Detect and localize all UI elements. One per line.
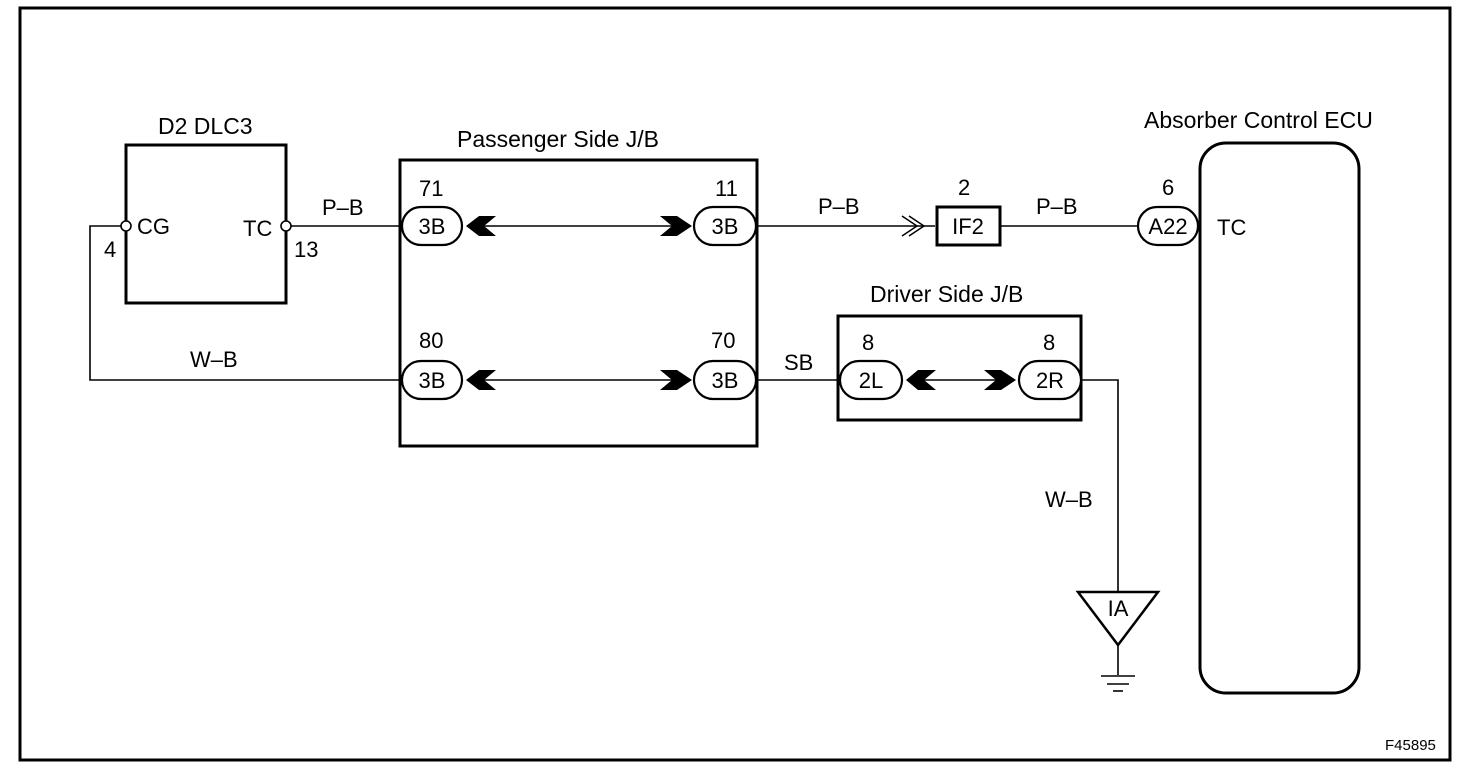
if2-chevron-outer xyxy=(901,215,919,237)
if2-code: IF2 xyxy=(952,214,984,239)
dlc3-pin-cg: CG xyxy=(137,214,170,239)
ground-point-code: IA xyxy=(1108,596,1129,621)
wire-label-cg-to-pjb: W–B xyxy=(190,347,238,372)
wire-djb-to-ground xyxy=(1081,379,1119,592)
absorber-control-ecu: Absorber Control ECU 6 A22 TC xyxy=(1136,107,1373,695)
wire-label-if2-to-ecu: P–B xyxy=(1036,194,1078,219)
passenger-jb-title: Passenger Side J/B xyxy=(457,126,659,152)
jb-internal-arrow-left xyxy=(466,370,496,390)
ground-point-triangle xyxy=(1075,590,1161,648)
if2-box xyxy=(935,205,1002,247)
figure-id: F45895 xyxy=(1385,737,1436,754)
driver-side-jb: SB Driver Side J/B 8 2L 8 2R xyxy=(756,281,1083,422)
driver-jb-right-pin: 8 xyxy=(1043,330,1055,355)
if2-chevron-inner xyxy=(908,215,926,237)
passenger-jb-top-right-pin: 11 xyxy=(715,176,738,201)
driver-jb-left-connector xyxy=(838,359,904,401)
ecu-box xyxy=(1198,141,1361,695)
dlc3-title: D2 DLC3 xyxy=(158,113,253,139)
wire-dlc-cg-to-passenger-jb xyxy=(89,225,402,381)
passenger-side-jb: Passenger Side J/B 71 3B 11 3B 80 3B 70 … xyxy=(398,126,759,448)
if2-connector: P–B 2 IF2 P–B xyxy=(756,175,1138,247)
ecu-connector-code: A22 xyxy=(1148,214,1187,239)
driver-jb-right-code: 2R xyxy=(1036,368,1064,393)
passenger-jb-top-left-code: 3B xyxy=(419,214,446,239)
driver-jb-left-code: 2L xyxy=(859,368,883,393)
dlc3-pin-cg-number: 4 xyxy=(104,237,116,262)
ecu-connector-pin: 6 xyxy=(1162,175,1174,200)
dlc3-pin-tc: TC xyxy=(243,216,272,241)
jb-internal-arrow-left xyxy=(466,216,496,236)
passenger-jb-bottom-right-pin: 70 xyxy=(711,328,735,353)
jb-internal-arrow-right xyxy=(984,370,1016,390)
passenger-jb-bottom-left-pin: 80 xyxy=(419,328,443,353)
wire-label-pjb-to-djb: SB xyxy=(784,350,813,375)
passenger-jb-bottom-right-code: 3B xyxy=(712,368,739,393)
wire-label-pjb-to-if2: P–B xyxy=(818,194,860,219)
ground-ia: W–B IA xyxy=(1045,379,1161,692)
dlc3-pin-tc-number: 13 xyxy=(294,237,318,262)
passenger-jb-bottom-left-code: 3B xyxy=(419,368,446,393)
wire-label-dlc-to-pjb: P–B xyxy=(322,195,364,220)
wire-label-djb-to-ground: W–B xyxy=(1045,487,1093,512)
driver-jb-title: Driver Side J/B xyxy=(870,281,1023,307)
dlc3-connector: D2 DLC3 CG TC 4 13 xyxy=(104,113,318,305)
ecu-pin-tc: TC xyxy=(1217,215,1246,240)
jb-internal-arrow-right xyxy=(660,216,692,236)
dlc3-cg-terminal xyxy=(120,220,132,232)
ecu-connector xyxy=(1136,205,1200,247)
passenger-jb-top-left-pin: 71 xyxy=(419,176,443,201)
driver-jb-left-pin: 8 xyxy=(862,330,874,355)
ecu-title: Absorber Control ECU xyxy=(1144,107,1373,133)
jb-internal-arrow-right xyxy=(660,370,692,390)
diagram-frame xyxy=(18,6,1452,762)
passenger-jb-box xyxy=(398,158,759,448)
jb-internal-arrow-left xyxy=(906,370,936,390)
passenger-jb-top-right-code: 3B xyxy=(712,214,739,239)
if2-pin: 2 xyxy=(958,175,970,200)
dlc3-tc-terminal xyxy=(280,220,292,232)
driver-jb-box xyxy=(836,314,1083,422)
